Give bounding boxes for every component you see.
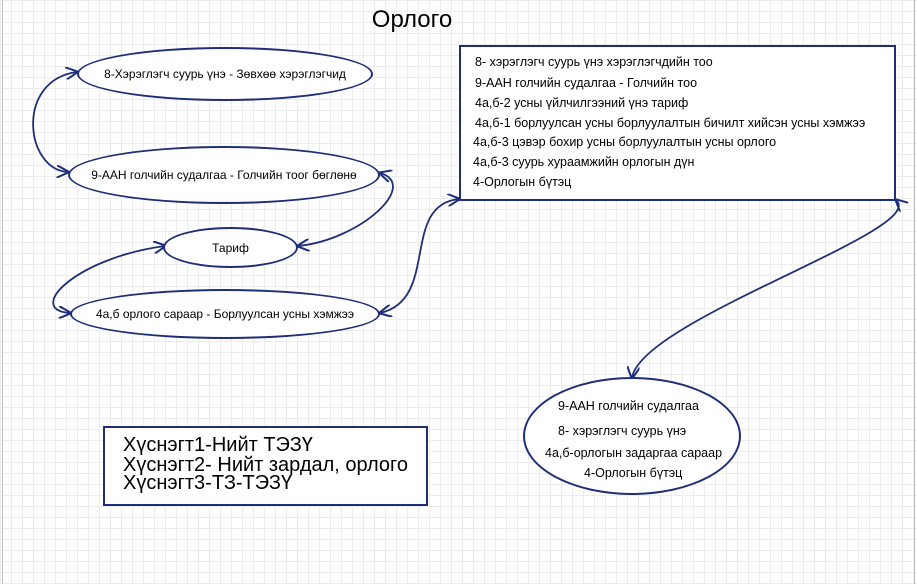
details-line: 4а,б-2 усны үйлчилгээний үнэ тариф <box>475 96 689 110</box>
connector-rect-ellipse <box>632 200 899 378</box>
details-line: 8- хэрэглэгч суурь үнэ хэрэглэгчдийн тоо <box>475 55 713 69</box>
legend-line: Хүснэгт1-Нийт ТЭЗҮ <box>123 434 313 456</box>
details-line: 9-ААН голчийн судалгаа - Голчийн тоо <box>475 76 698 90</box>
legend-line: Хүснэгт2- Нийт зардал, орлого <box>123 454 408 476</box>
structure-line: 9-ААН голчийн судалгаа <box>558 399 699 413</box>
node-monthly-revenue[interactable]: 4а,б орлого сараар - Борлуулсан усны хэм… <box>70 289 380 339</box>
revenue-structure-node[interactable]: 9-ААН голчийн судалгаа 8- хэрэглэгч суур… <box>523 377 741 495</box>
tables-legend-box: Хүснэгт1-Нийт ТЭЗҮ Хүснэгт2- Нийт зардал… <box>103 426 428 506</box>
legend-line: Хүснэгт3-ТЗ-ТЭЗҮ <box>123 472 293 494</box>
details-line: 4-Орлогын бүтэц <box>473 175 572 189</box>
node-median-survey[interactable]: 9-ААН голчийн судалгаа - Голчийн тоог бө… <box>68 146 380 204</box>
details-line: 4а,б-1 борлуулсан усны борлуулалтын бичи… <box>475 116 866 130</box>
canvas-right-border <box>914 0 915 584</box>
details-line: 4а,б-3 цэвэр бохир усны борлуулалтын усн… <box>473 135 777 149</box>
canvas-left-border <box>2 0 3 584</box>
diagram-title: Орлого <box>371 6 453 33</box>
connector-n3-n4 <box>52 246 165 313</box>
connector-n1-n2 <box>32 72 77 172</box>
revenue-details-box[interactable]: 8- хэрэглэгч суурь үнэ хэрэглэгчдийн тоо… <box>459 45 896 201</box>
structure-line: 8- хэрэглэгч суурь үнэ <box>558 424 687 438</box>
node-base-price[interactable]: 8-Хэрэглэгч суурь үнэ - Зөвхөө хэрэглэгч… <box>77 47 373 101</box>
connector-n4-rect <box>380 199 459 313</box>
details-line: 4а,б-3 суурь хураамжийн орлогын дүн <box>473 155 695 169</box>
structure-line: 4а,б-орлогын задаргаа сараар <box>545 446 723 460</box>
connector-n2-n3 <box>298 173 394 246</box>
node-tariff[interactable]: Тариф <box>163 227 298 268</box>
structure-line: 4-Орлогын бүтэц <box>584 466 683 480</box>
